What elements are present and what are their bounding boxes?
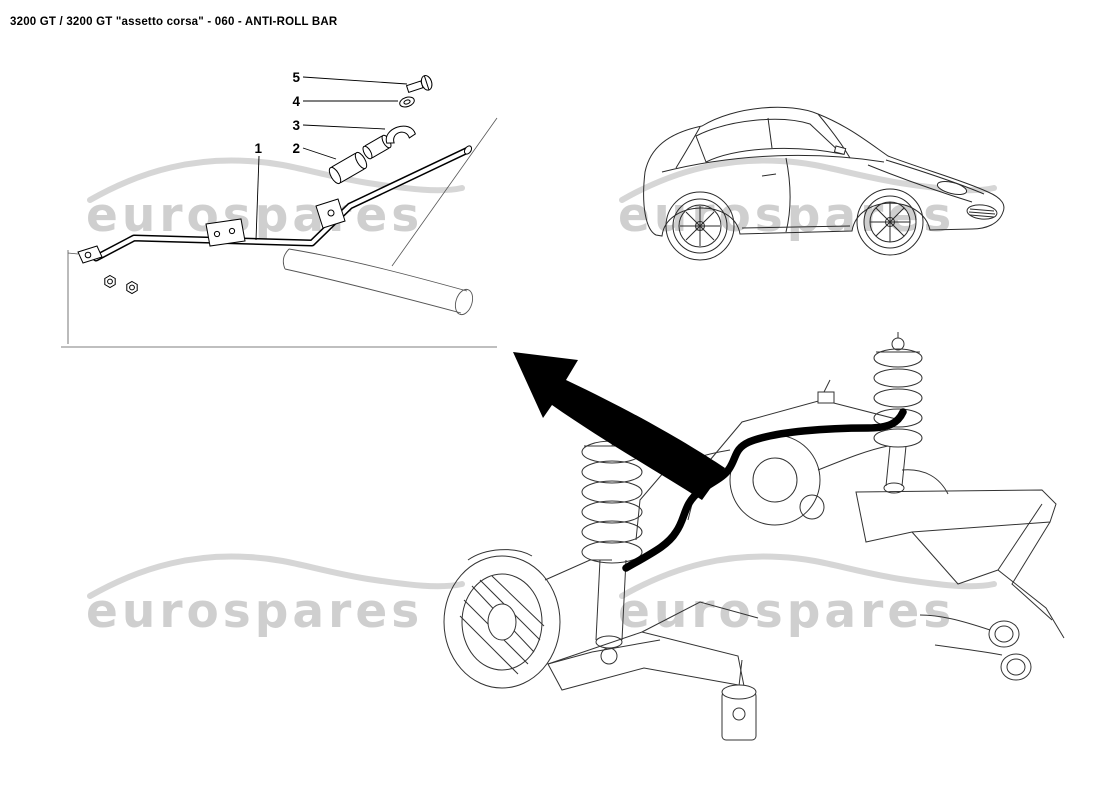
anti-roll-bar-detail-drawing — [61, 75, 498, 348]
pointer-arrow — [513, 352, 725, 500]
callout-4: 4 — [292, 94, 300, 109]
front-wheel — [856, 188, 924, 256]
rear-suspension-drawing — [443, 332, 1065, 741]
page-title: 3200 GT / 3200 GT "assetto corsa" - 060 … — [10, 16, 338, 28]
callout-leader-lines — [255, 76, 408, 241]
anti-roll-bar-highlight — [622, 408, 907, 572]
detail-callouts: 5 4 3 2 1 — [254, 70, 300, 156]
car-drawing — [643, 106, 1005, 261]
callout-5: 5 — [292, 70, 300, 85]
callout-1: 1 — [254, 141, 262, 156]
callout-2: 2 — [292, 141, 300, 156]
callout-3: 3 — [292, 118, 300, 133]
rear-wheel — [665, 191, 735, 261]
